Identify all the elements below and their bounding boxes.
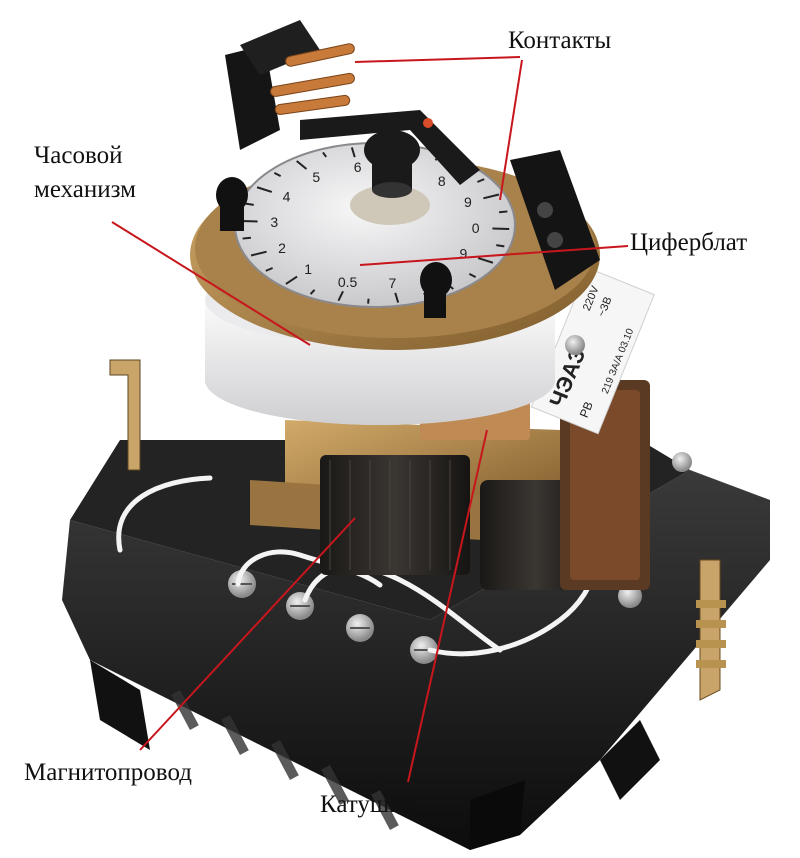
dial-number: 5 <box>312 169 320 185</box>
dial-tick <box>350 147 356 158</box>
dial-tick <box>483 193 500 200</box>
dial-number: 9 <box>464 194 472 210</box>
center-knob[interactable] <box>350 130 430 225</box>
label-magnetic-core: Магнитопровод <box>24 759 192 786</box>
terminal-screws <box>228 452 692 664</box>
label-clock-mechanism-2: механизм <box>34 176 136 203</box>
label-clock-mechanism-1: Часовой <box>34 142 122 169</box>
dial-number: 0 <box>472 220 480 236</box>
dial-number: 3 <box>270 214 278 230</box>
dial-number: 2 <box>278 240 286 256</box>
nameplate-screw <box>565 335 585 355</box>
dial-tick <box>322 151 328 158</box>
dial-number: 7 <box>388 275 396 291</box>
leader-contacts-1 <box>354 56 521 63</box>
leader-dial <box>359 245 629 266</box>
dial-number: 0.5 <box>338 274 358 290</box>
dial-number: 8 <box>438 173 446 189</box>
dial-pointer-dot <box>423 118 433 128</box>
dial-number: 1 <box>304 261 312 277</box>
dial-tick <box>496 244 505 248</box>
spring-clip <box>696 559 726 701</box>
leader-contacts-2 <box>499 59 523 201</box>
dial-tick <box>285 275 298 285</box>
dial-tick <box>265 267 273 272</box>
nameplate-model: РВ <box>577 400 596 420</box>
dial-tick <box>256 186 273 193</box>
leader-core <box>139 517 356 751</box>
dial-tick <box>250 250 267 257</box>
contacts <box>216 20 600 318</box>
dial-tick <box>245 202 254 206</box>
dial-tick <box>394 292 400 303</box>
label-coil: Катушка <box>320 791 412 818</box>
label-contacts: Контакты <box>508 27 611 54</box>
dial-tick <box>477 178 485 183</box>
dial-tick <box>273 171 282 177</box>
label-dial: Циферблат <box>630 229 747 256</box>
dial-tick <box>337 290 344 302</box>
dial-number: 9 <box>460 245 468 261</box>
leader-coil <box>407 429 488 783</box>
dial-tick <box>468 273 477 279</box>
leader-clock <box>111 221 311 346</box>
leader-lines <box>111 56 629 783</box>
dial-tick <box>492 227 510 231</box>
dial-tick <box>296 160 308 170</box>
dial-tick <box>309 289 316 295</box>
dial-tick <box>477 257 494 264</box>
dial-number: 4 <box>283 189 291 205</box>
dial-number: 6 <box>354 159 362 175</box>
dial-tick <box>499 210 508 214</box>
dial-tick <box>242 236 251 240</box>
